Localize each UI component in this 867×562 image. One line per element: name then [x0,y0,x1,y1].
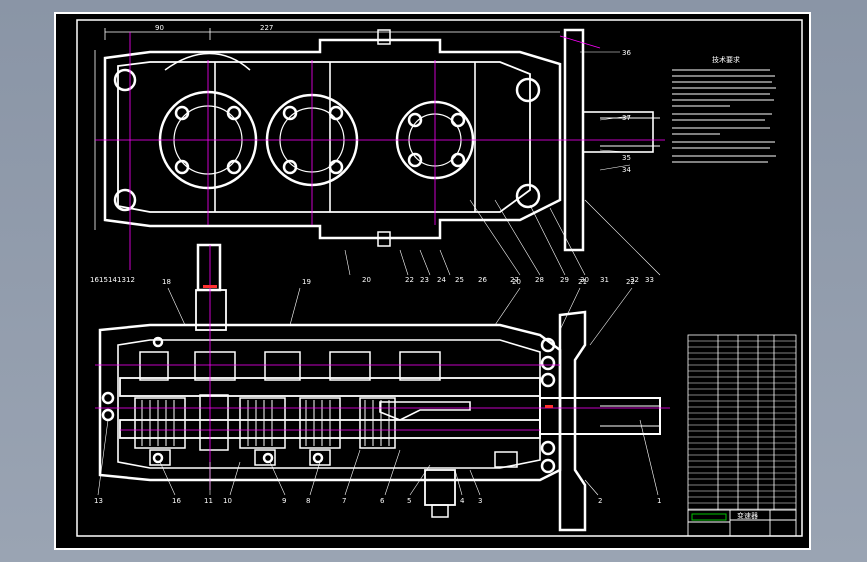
parts-list-rows [688,340,796,510]
callout-12: 12 [126,276,135,284]
callout-4: 4 [460,497,465,505]
notes-title: 技术要求 [712,55,740,64]
side-view [98,243,661,532]
callout-30: 30 [580,276,589,284]
callout-18: 18 [162,278,171,286]
callout-20: 20 [362,276,371,284]
top-view-centerlines [95,32,665,270]
callout-8: 8 [306,497,310,505]
callout-34: 34 [622,166,631,174]
callout-24: 24 [437,276,446,284]
callout-20-side: 20 [512,278,521,286]
callout-22: 22 [405,276,414,284]
callout-37: 37 [622,114,631,122]
callout-7: 7 [342,497,346,505]
callout-6: 6 [380,497,385,505]
technical-notes: 技术要求 [672,55,776,163]
callout-14: 14 [108,276,117,284]
callout-23: 23 [420,276,429,284]
title-block-name: 变速器 [737,511,758,520]
callout-28: 28 [535,276,544,284]
callout-16-side: 16 [172,497,181,505]
callout-22-side: 22 [626,278,635,286]
dimension-227: 227 [260,24,273,32]
callout-35: 35 [622,154,631,162]
callout-2: 2 [598,497,602,505]
callout-31: 31 [600,276,609,284]
notes-text-lines [672,69,776,163]
callout-21: 21 [578,278,587,286]
callout-13-side: 13 [94,497,103,505]
title-block-green-mark [691,513,727,521]
side-view-leaders [97,287,659,496]
callout-26: 26 [478,276,487,284]
callout-11: 11 [204,497,213,505]
callout-1: 1 [657,497,661,505]
callout-32: 32 [630,276,639,284]
drawing-border [76,19,803,537]
callout-10: 10 [223,497,232,505]
callout-3: 3 [478,497,482,505]
dimension-90: 90 [155,24,164,32]
top-view-labels: 90 227 16 15 14 13 12 20 22 23 24 25 26 … [90,24,654,284]
callout-36: 36 [622,49,631,57]
side-view-accents [203,285,553,408]
title-block [687,509,797,537]
callout-33: 33 [645,276,654,284]
callout-5: 5 [407,497,411,505]
callout-13: 13 [117,276,126,284]
top-view-leaders [344,51,661,276]
callout-29: 29 [560,276,569,284]
callout-27: 27 [510,276,519,284]
callout-19: 19 [302,278,311,286]
callout-25: 25 [455,276,464,284]
callout-16: 16 [90,276,99,284]
callout-15: 15 [99,276,108,284]
callout-9: 9 [282,497,286,505]
side-view-labels: 18 19 20 21 22 13 16 11 10 9 8 7 6 5 4 3… [94,278,661,505]
